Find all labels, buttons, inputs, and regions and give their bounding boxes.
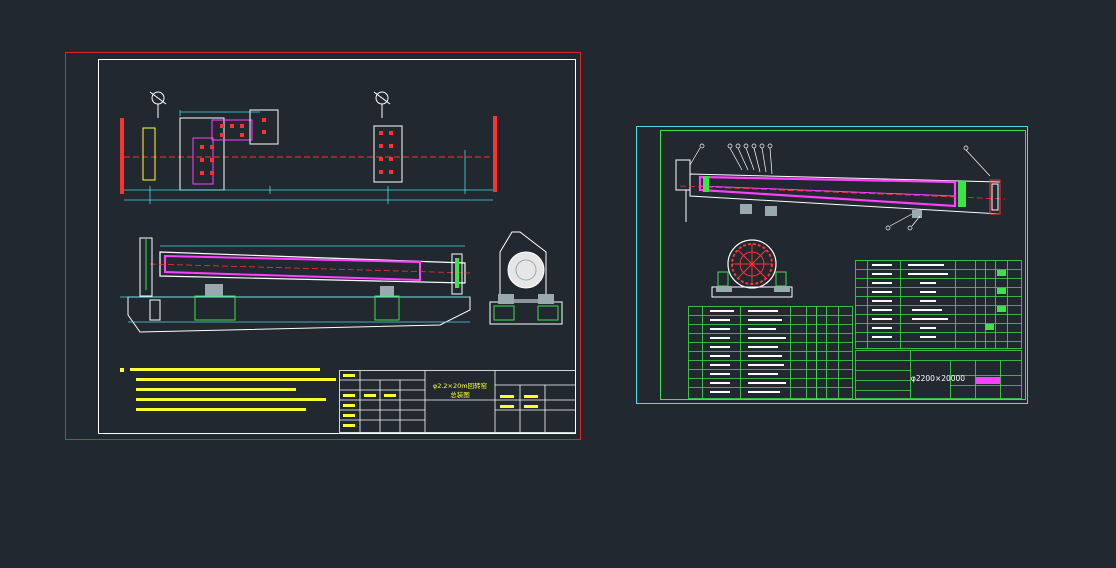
end-view-base — [489, 301, 563, 325]
left-title-block[interactable] — [339, 370, 576, 433]
plan-detail-callout-right — [373, 91, 391, 118]
right-parts-list-right-text — [872, 264, 948, 338]
plan-pier-marks-right — [379, 131, 393, 174]
right-sheet-inner-frame — [660, 130, 1026, 400]
elevation-ground-base — [127, 296, 471, 333]
elevation-kiln-shell — [159, 251, 466, 284]
right-leader-lines — [689, 143, 991, 231]
right-title-block-highlight — [976, 377, 1000, 384]
elevation-kiln-outlet-hood — [451, 253, 463, 295]
right-title-block[interactable] — [855, 350, 1022, 399]
right-title-spec: φ2200×20000 — [911, 374, 965, 383]
right-girth-gear — [727, 239, 777, 289]
right-end-view-base — [711, 286, 793, 298]
right-kiln-supports — [740, 204, 922, 218]
left-title-line-1: φ2.2×20m回转窑 — [433, 381, 488, 390]
end-view-kiln-circle — [507, 251, 545, 289]
left-end-view[interactable] — [489, 231, 563, 325]
right-parts-list-right[interactable] — [855, 260, 1022, 349]
right-parts-list-left[interactable] — [688, 306, 817, 399]
elevation-piers — [149, 284, 400, 321]
elevation-kiln-lining — [164, 254, 421, 282]
plan-detail-callout-left — [149, 91, 167, 118]
right-parts-list-left-2[interactable] — [816, 306, 853, 399]
left-elevation-view[interactable] — [120, 237, 471, 333]
elevation-dimensions — [128, 245, 470, 323]
right-parts-list-highlights — [985, 270, 1006, 330]
plan-dimensions — [124, 110, 493, 204]
left-title-line-2: 总装图 — [450, 390, 470, 399]
right-kiln-lining — [698, 175, 957, 208]
left-technical-notes — [120, 368, 336, 411]
right-kiln-axis — [679, 185, 1006, 200]
right-parts-list-left-text — [710, 310, 786, 393]
left-plan-view[interactable] — [120, 91, 497, 204]
left-sheet-inner-frame — [98, 59, 576, 434]
plan-pier-marks-left — [200, 118, 266, 175]
right-drawing-sheet[interactable]: φ2200×20000 — [636, 126, 1028, 404]
right-kiln-inlet — [675, 159, 691, 191]
left-title-block-fills — [343, 374, 538, 427]
plan-foundation-left — [142, 109, 279, 191]
left-sheet-outer-frame — [65, 52, 581, 440]
right-sheet-outer-frame — [636, 126, 1028, 404]
right-kiln-outlet — [989, 179, 1001, 215]
plan-foundation-right — [373, 125, 403, 183]
right-kiln-elevation[interactable] — [675, 143, 1006, 231]
right-end-view[interactable] — [711, 239, 793, 298]
plan-right-wall — [493, 116, 497, 192]
plan-left-wall — [120, 118, 124, 194]
elevation-kiln-axis — [149, 263, 471, 274]
left-drawing-sheet[interactable]: φ2.2×20m回转窑 总装图 — [65, 52, 581, 440]
